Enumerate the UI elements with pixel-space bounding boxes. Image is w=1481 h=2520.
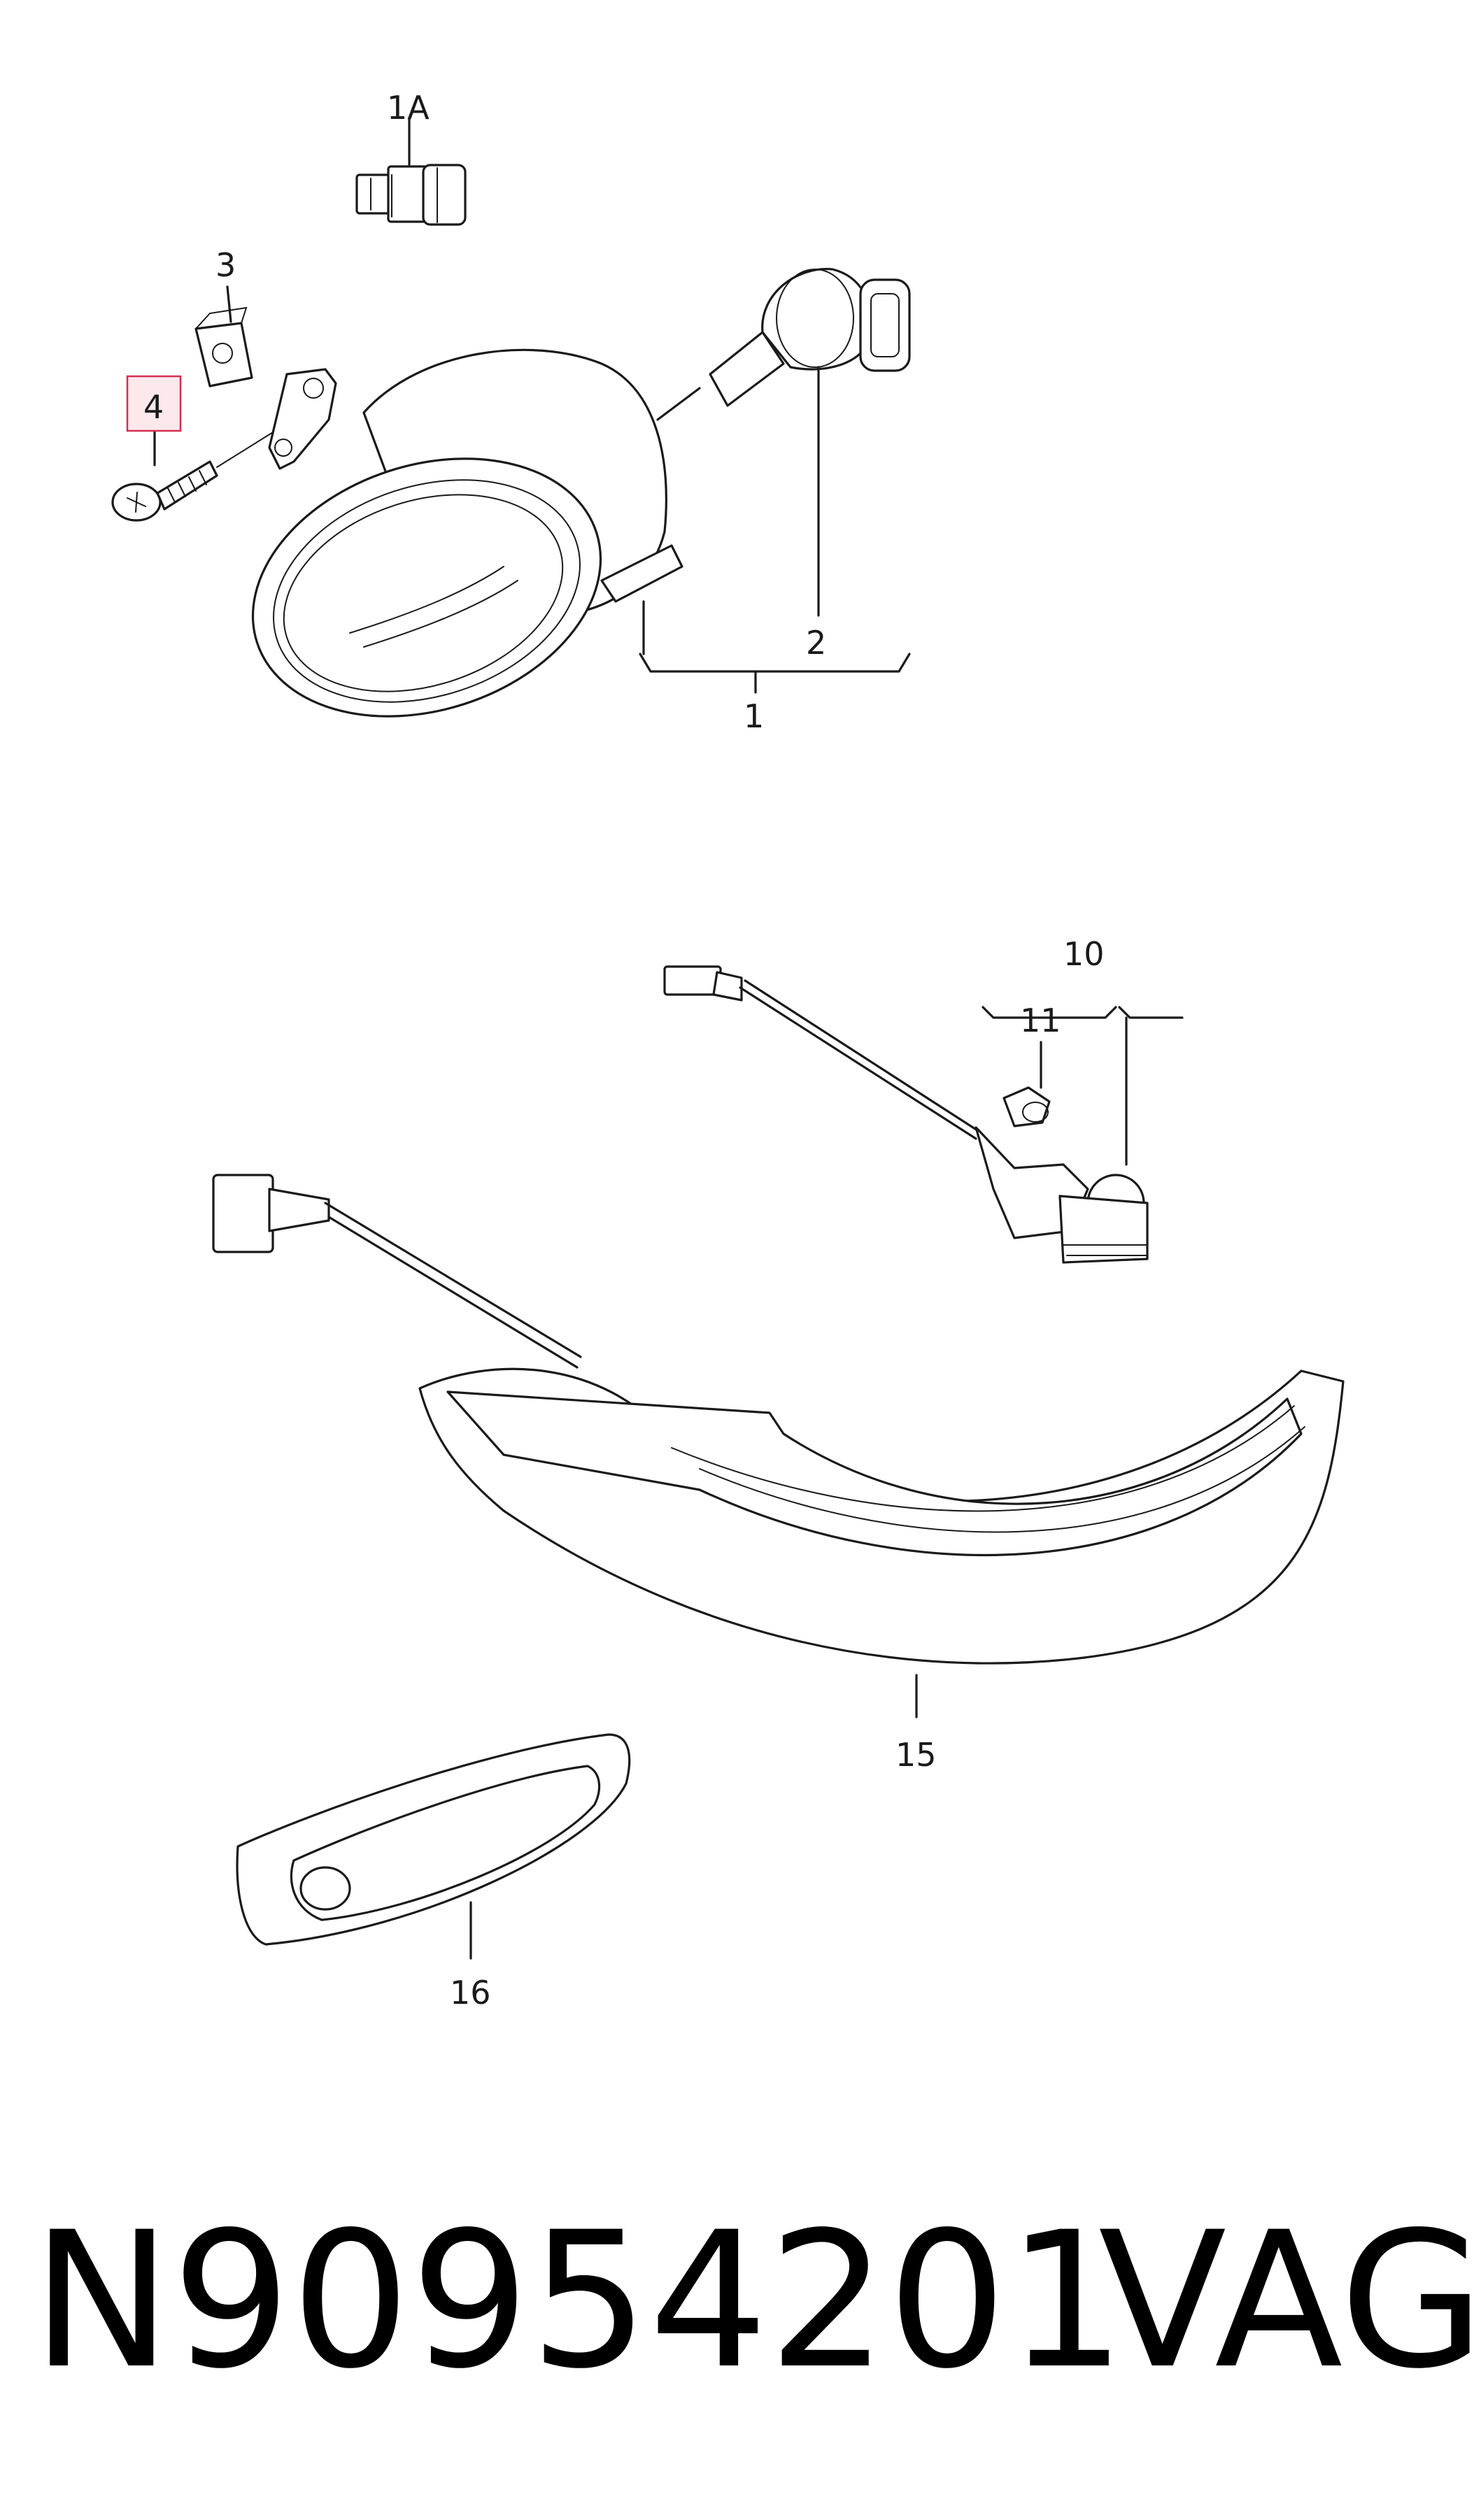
brand-name: VAG <box>1098 2192 1481 2410</box>
callout-16[interactable]: 16 <box>450 1974 491 2012</box>
part-11-small-bulb <box>1002 1041 1051 1127</box>
part-1-fog-lamp <box>251 348 911 718</box>
callout-11[interactable]: 11 <box>1020 1002 1061 1039</box>
part-1a-connector <box>355 118 467 226</box>
callout-4[interactable]: 4 <box>143 388 164 426</box>
part-3-clip-nut <box>194 285 253 387</box>
part-4-screw <box>111 418 277 522</box>
callout-1[interactable]: 1 <box>744 697 764 735</box>
part-15-turn-signal-light <box>212 1174 1345 1718</box>
callout-3[interactable]: 3 <box>215 246 236 284</box>
part-2-bulb <box>656 268 911 617</box>
callout-2[interactable]: 2 <box>806 624 826 662</box>
part-16-grille <box>236 1733 631 1960</box>
callout-4-highlight <box>126 375 182 432</box>
callout-10[interactable]: 10 <box>1063 935 1105 973</box>
part-10-bulb-holder <box>663 965 1184 1264</box>
callout-1a[interactable]: 1A <box>387 89 430 127</box>
callout-15[interactable]: 15 <box>895 1736 937 1774</box>
part-number: N90954201 <box>31 2192 1126 2410</box>
